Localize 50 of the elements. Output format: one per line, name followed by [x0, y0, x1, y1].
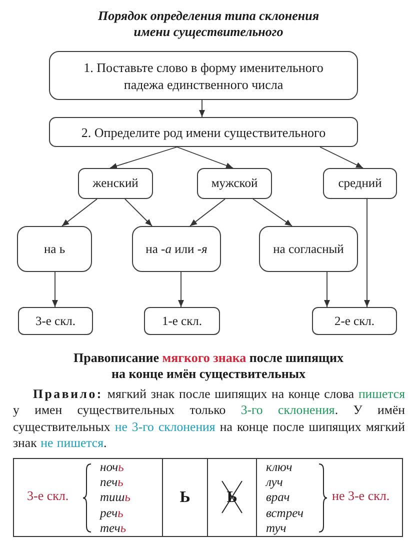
arrow — [324, 272, 330, 308]
rule-paragraph: Правило: мягкий знак после шипящих на конце слова пишется у имен существительных только 3-го склонения. У имён существительных не 3-го склонения на конце после шипящих мягкий знак не пишется. — [13, 386, 405, 452]
step-box — [49, 117, 358, 147]
declension-label: 3-е скл. — [27, 488, 69, 504]
box-text: на согласный — [272, 240, 345, 258]
section-heading: Правописание мягкого знака после шипящих на конце имён существительных — [72, 350, 344, 381]
arrow — [199, 100, 205, 118]
arrow — [320, 146, 364, 168]
box-text: 2-е скл. — [333, 312, 376, 330]
arrow — [252, 198, 292, 226]
example-word: ночь — [100, 460, 125, 476]
example-word: врач — [266, 490, 291, 506]
box-text: 2. Определите род имени существительного — [80, 124, 327, 140]
box-text: женский — [92, 175, 140, 192]
example-word: луч — [266, 475, 284, 490]
arrow — [110, 146, 178, 169]
arrow — [52, 272, 58, 308]
example-word: ключ — [266, 460, 294, 476]
example-word: речь — [100, 506, 124, 521]
declension-label: не 3-е скл. — [332, 488, 390, 504]
declension-box — [18, 307, 93, 335]
box-text: мужской — [210, 175, 259, 192]
ending-box — [132, 226, 221, 272]
box-text: 1-е скл. — [160, 312, 204, 330]
arrow — [364, 198, 370, 308]
step-box — [49, 51, 358, 100]
arrow — [178, 272, 184, 308]
declension-box — [312, 307, 397, 335]
box-text: 1. Поставьте слово в форму именительного падежа единственного числа — [82, 58, 324, 92]
box-text: на ь — [42, 240, 66, 258]
box-text: 3-е скл. — [34, 312, 77, 330]
arrow — [62, 198, 98, 226]
example-word: встреч — [266, 506, 304, 521]
arrow — [190, 198, 226, 226]
ending-box — [259, 226, 358, 272]
declension-box — [144, 307, 220, 335]
arrow — [124, 198, 152, 226]
gender-box — [78, 168, 153, 199]
gender-box — [197, 168, 272, 199]
example-word: туч — [266, 520, 288, 536]
soft-sign-letter: Ь — [180, 488, 190, 506]
diagram-title: Порядок определения типа склонения имени существительного — [96, 8, 320, 39]
ending-box — [17, 226, 92, 272]
example-word: печь — [100, 475, 124, 490]
box-text: средний — [337, 175, 383, 192]
arrow — [176, 146, 234, 168]
example-word: течь — [100, 520, 128, 536]
box-text: на -а или -я — [144, 240, 208, 258]
gender-box — [323, 168, 397, 199]
example-word: тишь — [100, 490, 130, 506]
